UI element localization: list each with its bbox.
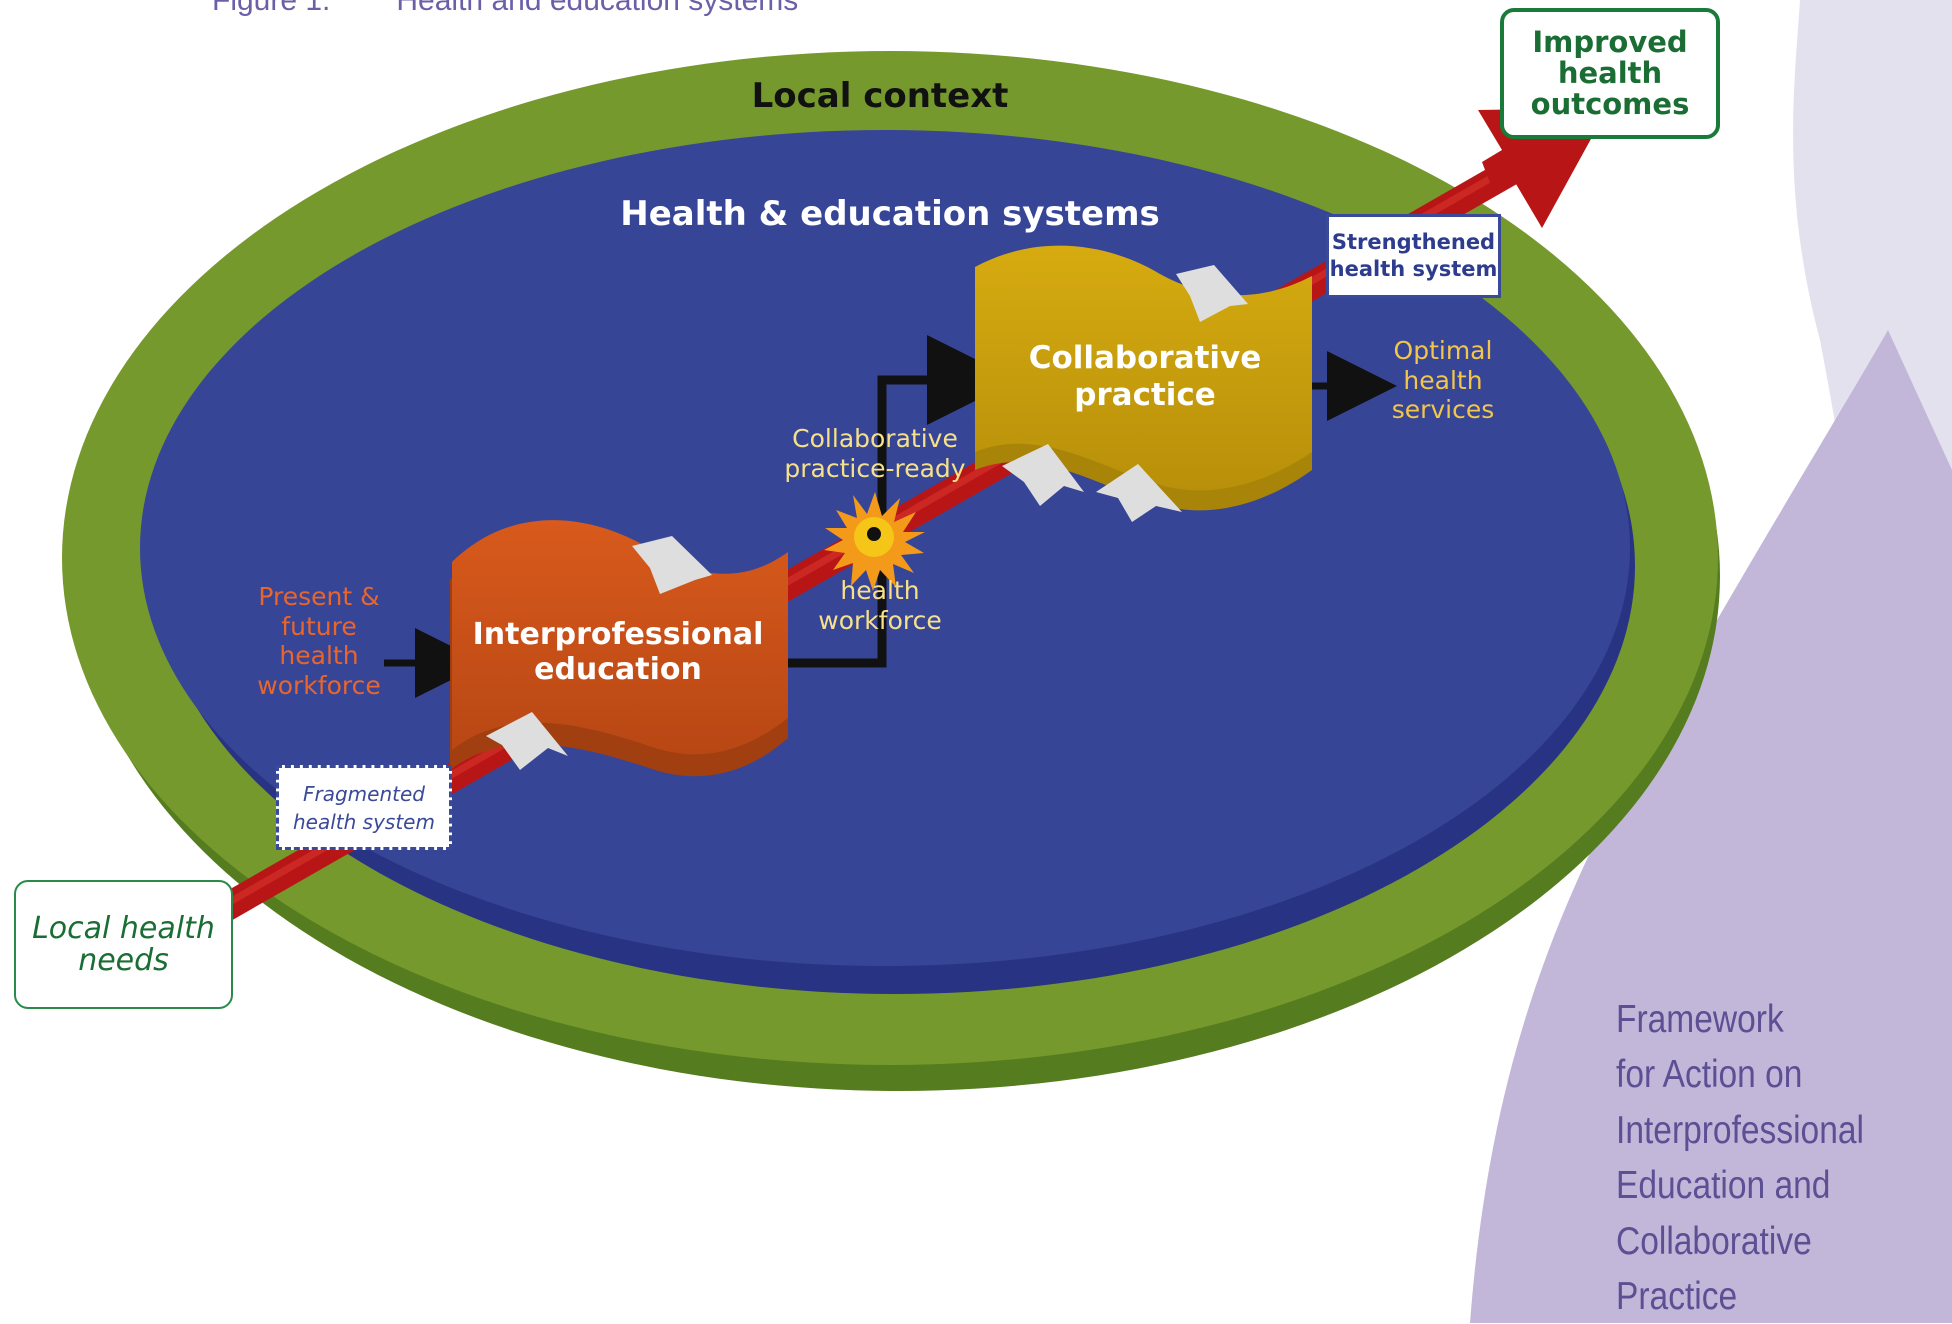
present-future-workforce-label: Present & future health workforce	[257, 582, 381, 700]
framework-line: Collaborative	[1616, 1219, 1812, 1263]
local-health-needs-box: Local health needs	[14, 880, 233, 1009]
health-workforce-label: health workforce	[818, 576, 942, 635]
influence-chevron-icon	[632, 536, 712, 594]
figure-title: Figure 1. Health and education systems	[212, 0, 798, 18]
milestone-dot	[867, 527, 881, 541]
influence-chevron-icon	[1176, 265, 1248, 322]
framework-line: Framework	[1616, 998, 1784, 1041]
local-context-label: Local context	[751, 76, 1009, 116]
influence-chevron-icon	[1096, 464, 1182, 522]
framework-title: Framework for Action on Interprofessiona…	[1616, 992, 1891, 1324]
collaborative-practice-label: Collaborative practice	[1028, 340, 1262, 413]
framework-line: Practice	[1616, 1274, 1738, 1318]
strengthened-health-system-text: Strengthened health system	[1329, 229, 1498, 281]
improved-health-outcomes-text: Improved health outcomes	[1530, 24, 1690, 122]
sidebar-band	[1470, 330, 1952, 1323]
fragmented-health-system-text: Fragmented health system	[293, 781, 435, 834]
framework-line: Education and	[1616, 1164, 1831, 1208]
figure-number: Figure 1.	[212, 0, 331, 17]
strengthened-health-system-box: Strengthened health system	[1326, 214, 1501, 298]
fragmented-health-system-box: Fragmented health system	[276, 765, 452, 850]
local-health-needs-text: Local health needs	[32, 910, 215, 978]
figure-title-text: Health and education systems	[396, 0, 799, 17]
influence-chevron-icon	[486, 712, 568, 770]
systems-title: Health & education systems	[620, 194, 1160, 234]
improved-health-outcomes-box: Improved health outcomes	[1500, 8, 1720, 139]
interprofessional-education-label: Interprofessional education	[472, 617, 764, 688]
optimal-health-services-label: Optimal health services	[1391, 336, 1495, 424]
influence-chevron-icon	[1002, 444, 1084, 506]
framework-line: for Action on	[1616, 1053, 1803, 1097]
framework-line: Interprofessional	[1616, 1108, 1864, 1152]
collaborative-practice-ready-label: Collaborative practice-ready	[784, 424, 966, 483]
interprofessional-education-banner	[452, 520, 788, 755]
